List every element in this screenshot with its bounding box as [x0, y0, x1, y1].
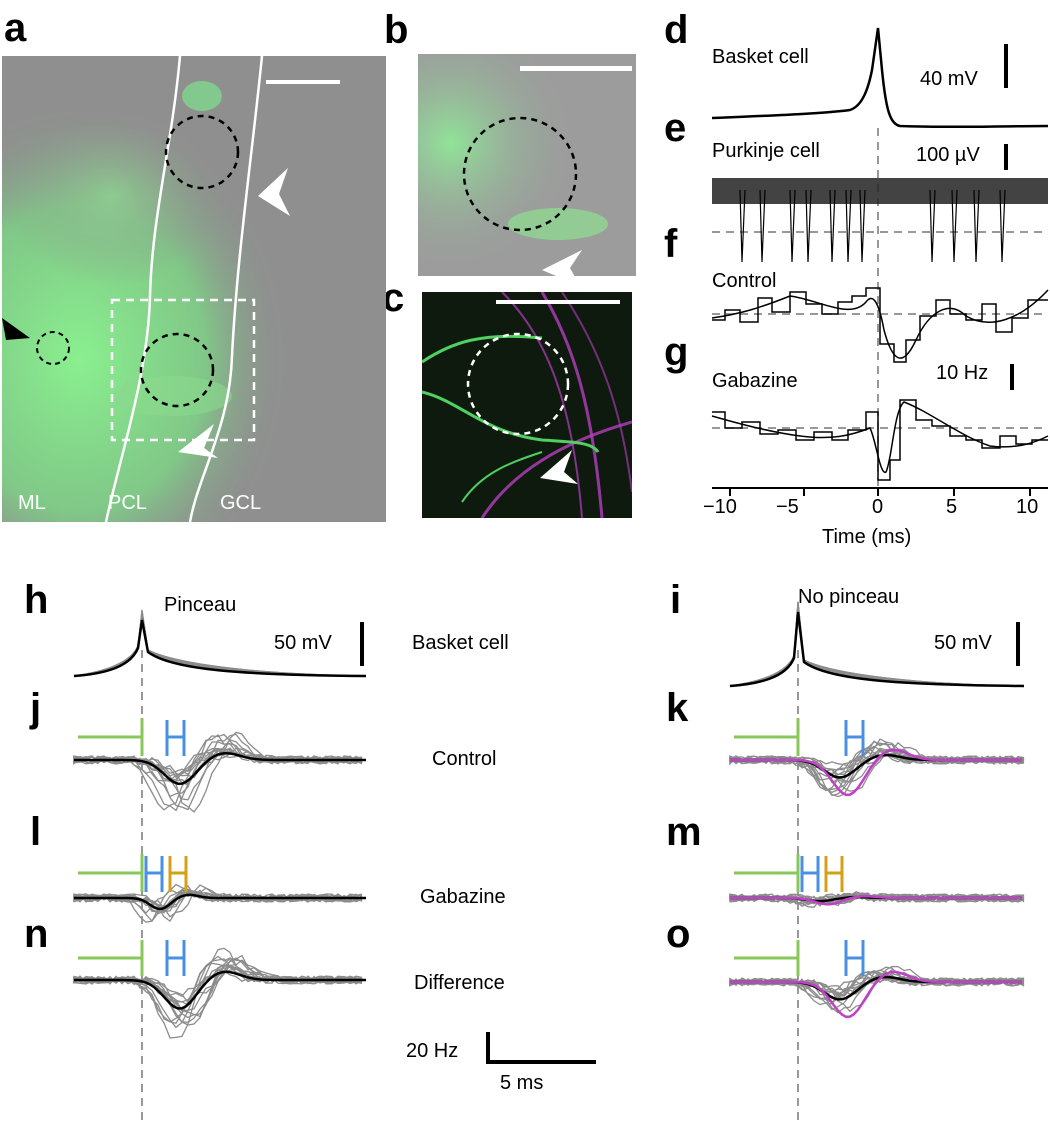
psth-trace	[73, 887, 363, 918]
panel-label-j: j	[30, 686, 42, 730]
psth-trace	[729, 747, 1025, 784]
psth-mean-trace	[74, 751, 366, 785]
panel-label-b: b	[384, 8, 409, 52]
psth-mean-trace-magenta	[730, 894, 1022, 906]
panel-label-o: o	[666, 912, 691, 956]
traces-right-top	[711, 27, 1049, 496]
psth-trace	[73, 731, 363, 813]
panel-label-i: i	[670, 578, 682, 622]
row-label-control: Control	[432, 748, 497, 770]
x-tick-label: −5	[776, 496, 799, 518]
x-axis-label: Time (ms)	[822, 526, 912, 548]
trace-label-basket-cell-d: Basket cell	[712, 46, 809, 68]
psth-trace	[73, 884, 363, 923]
psth-trace	[73, 947, 363, 1039]
basket-mean-trace	[73, 619, 367, 678]
layer-label-ml: ML	[18, 492, 46, 514]
panel-label-f: f	[664, 222, 678, 266]
panel-label-l: l	[30, 810, 42, 854]
panel-label-a: a	[4, 6, 27, 50]
basket-trace	[729, 601, 1025, 687]
title-pinceau: Pinceau	[164, 594, 237, 616]
psth-trace	[73, 733, 363, 811]
psth-trace	[73, 954, 363, 1026]
basket-trace	[73, 611, 367, 677]
psth-trace	[73, 733, 363, 812]
scale-label-d: 40 mV	[920, 68, 978, 90]
row-label-basket-cell: Basket cell	[412, 632, 509, 654]
panel-label-d: d	[664, 8, 689, 52]
psth-mean-trace	[74, 970, 366, 1010]
basket-trace	[729, 601, 1025, 687]
panel-label-m: m	[666, 810, 702, 854]
panel-label-c: c	[382, 276, 405, 320]
scale-label-bottom-ms: 5 ms	[500, 1072, 544, 1094]
psth-trace	[73, 966, 363, 1007]
psth-mean-trace-magenta	[730, 970, 1022, 1019]
panel-label-k: k	[666, 686, 689, 730]
psth-mean-trace	[74, 893, 366, 911]
panel-label-n: n	[24, 912, 49, 956]
layer-label-pcl: PCL	[108, 492, 147, 514]
psth-trace	[73, 964, 363, 1012]
panel-label-g: g	[664, 330, 689, 374]
scale-label-e: 100 µV	[916, 144, 980, 166]
traces-bottom	[73, 601, 1025, 1122]
x-tick-label: 0	[872, 496, 884, 518]
micrograph-a: ML PCL GCL	[2, 56, 386, 522]
trace-label-purkinje: Purkinje cell	[712, 140, 820, 162]
psth-trace	[729, 741, 1025, 792]
scale-label-i: 50 mV	[934, 632, 992, 654]
scale-label-h: 50 mV	[274, 632, 332, 654]
layer-label-gcl: GCL	[220, 492, 262, 514]
title-no-pinceau: No pinceau	[798, 586, 900, 608]
basket-mean-trace	[729, 611, 1025, 688]
psth-mean-trace-magenta	[730, 748, 1022, 797]
psth-trace	[73, 733, 363, 811]
psth-trace	[73, 885, 363, 923]
panel-label-e: e	[664, 106, 687, 150]
psth-trace	[729, 741, 1025, 794]
trace-label-control-f: Control	[712, 270, 777, 292]
panel-label-h: h	[24, 578, 49, 622]
x-tick-label: −10	[703, 496, 737, 518]
micrograph-c	[422, 292, 632, 518]
trace-label-gabazine-g: Gabazine	[712, 370, 798, 392]
scale-label-bottom-hz: 20 Hz	[406, 1040, 459, 1062]
scale-label-g: 10 Hz	[936, 362, 989, 384]
row-label-gabazine: Gabazine	[420, 886, 506, 908]
x-tick-label: 10	[1016, 496, 1039, 518]
psth-trace	[73, 883, 363, 923]
micrograph-b	[418, 54, 636, 276]
row-label-difference: Difference	[414, 972, 505, 994]
x-tick-label: 5	[946, 496, 958, 518]
